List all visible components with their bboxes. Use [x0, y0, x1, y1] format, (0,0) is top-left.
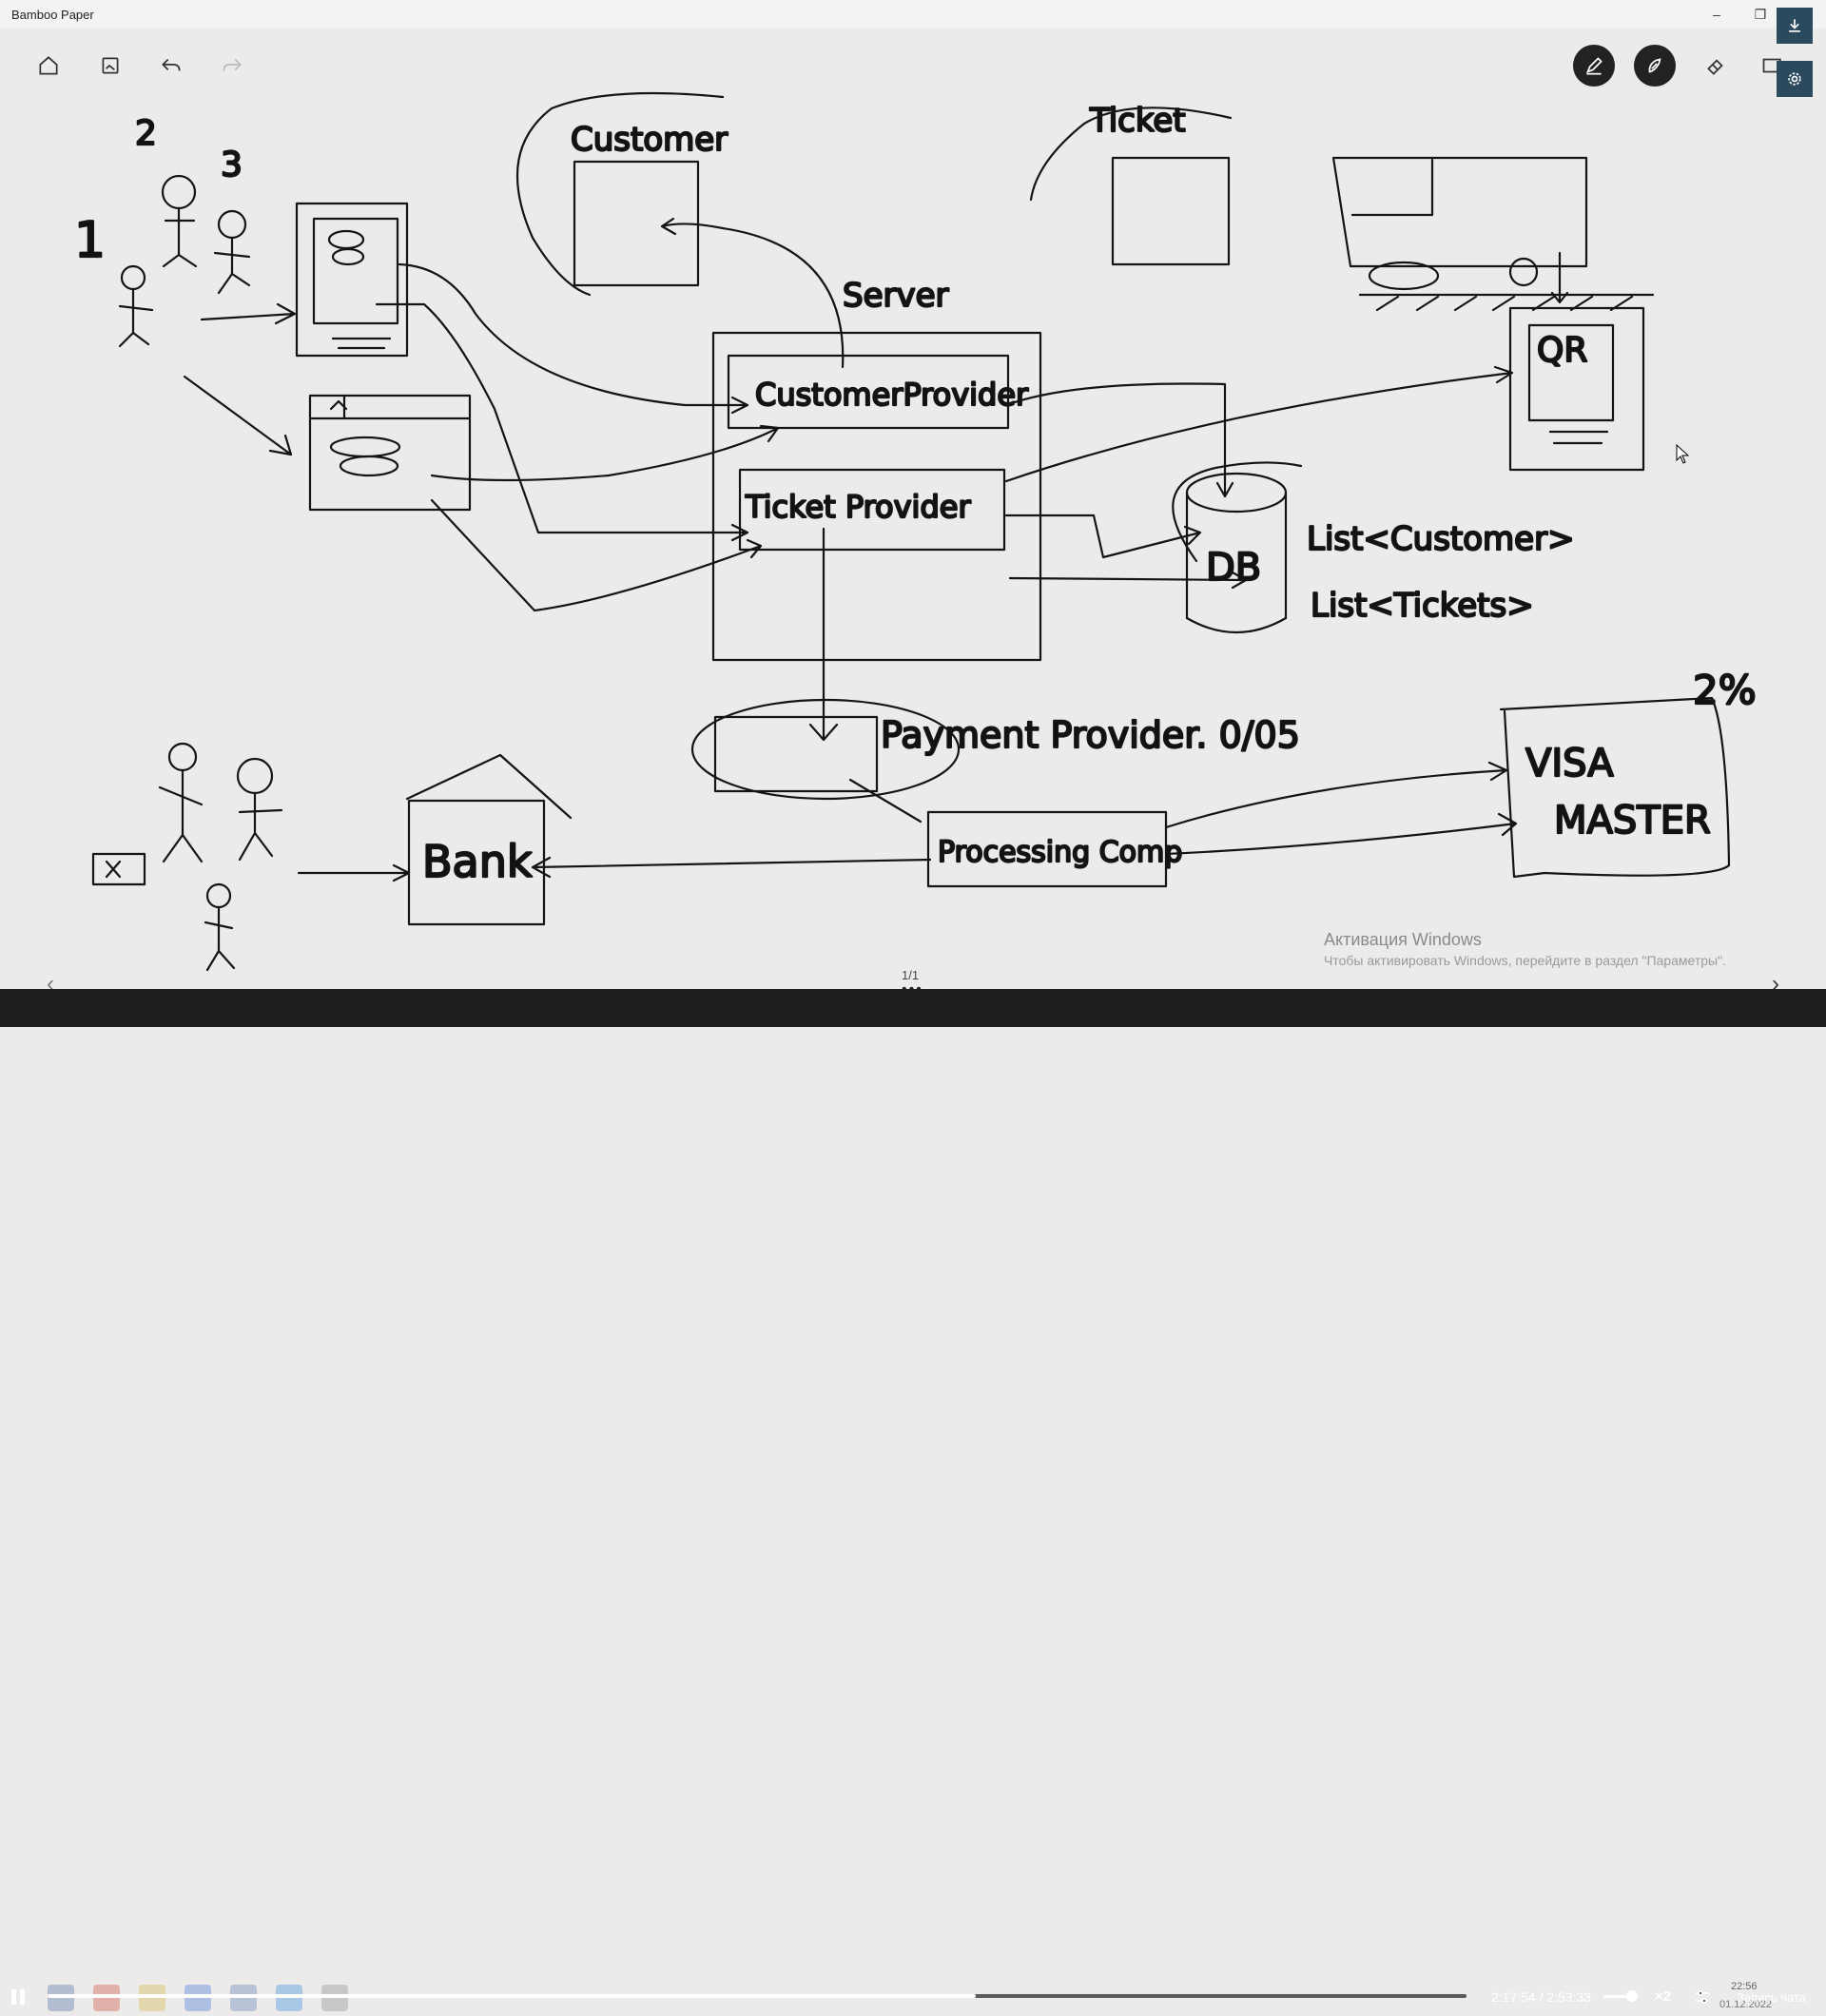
- web-page-sketch: [308, 394, 472, 512]
- percent-label: 2%: [1693, 667, 1757, 713]
- bank-box: [407, 799, 546, 926]
- payment-provider-label: Payment Provider. 0/05: [881, 714, 1300, 756]
- brush-icon[interactable]: [1634, 45, 1676, 87]
- qr-label: QR: [1537, 331, 1587, 370]
- stick-figure: [118, 264, 154, 348]
- video-player-bar: 2:17:54 / 2:53:33 ×2 22:56 01.12.2022 За…: [0, 989, 1826, 2011]
- number-2-label: 2: [135, 114, 157, 153]
- chat-record-button[interactable]: Запись чата: [1737, 1990, 1807, 2005]
- seek-bar[interactable]: [48, 1994, 1467, 1998]
- qr-phone-sketch: [1508, 306, 1645, 472]
- list-customer-label: List<Customer>: [1307, 520, 1575, 558]
- insert-image-icon[interactable]: [89, 45, 131, 87]
- customer-outline: [515, 91, 725, 297]
- seek-progress: [48, 1994, 976, 1998]
- eraser-icon[interactable]: [1695, 45, 1737, 87]
- next-page-button[interactable]: ›: [1772, 971, 1779, 997]
- bank-roof: [405, 753, 573, 820]
- stick-figure: [161, 174, 198, 268]
- stick-figure: [236, 757, 283, 862]
- title-bar: Bamboo Paper – ❐: [0, 0, 1826, 29]
- number-1-label: 1: [74, 212, 106, 269]
- playback-time: 2:17:54 / 2:53:33: [1491, 1989, 1592, 2005]
- redo-icon[interactable]: [211, 45, 253, 87]
- download-icon[interactable]: [1777, 8, 1813, 44]
- list-tickets-label: List<Tickets>: [1311, 587, 1534, 625]
- processing-box: [926, 810, 1168, 888]
- server-box: [711, 331, 1042, 662]
- pen-icon[interactable]: [1573, 45, 1615, 87]
- customer-provider-box: [727, 354, 1010, 430]
- mouse-cursor: [1676, 443, 1691, 470]
- gear-icon[interactable]: [1777, 61, 1813, 97]
- stick-figure: [204, 882, 236, 972]
- master-label: MASTER: [1554, 799, 1711, 843]
- customer-box: [573, 160, 700, 287]
- db-label: DB: [1206, 546, 1261, 590]
- number-3-label: 3: [221, 145, 243, 184]
- playback-speed-button[interactable]: ×2: [1655, 1988, 1672, 2005]
- ticket-provider-box: [738, 468, 1006, 552]
- app-title: Bamboo Paper: [11, 8, 94, 22]
- database-sketch: [1172, 461, 1303, 633]
- ticket-provider-label: Ticket Provider: [745, 489, 971, 525]
- customer-provider-label: CustomerProvider: [755, 377, 1029, 413]
- taskbar-ghost: [48, 1980, 348, 2016]
- sketch-layer: 2 3 1 Customer: [73, 91, 1758, 972]
- visa-master-box: [1499, 696, 1731, 879]
- previous-page-button[interactable]: ‹: [47, 971, 54, 997]
- server-label: Server: [843, 277, 949, 315]
- page-indicator: 1/1: [902, 968, 920, 982]
- home-icon[interactable]: [28, 45, 69, 87]
- stick-figure: [158, 742, 204, 863]
- undo-icon[interactable]: [150, 45, 192, 87]
- bank-label: Bank: [422, 836, 533, 887]
- volume-knob[interactable]: [1626, 1990, 1638, 2002]
- payment-box: [713, 715, 879, 793]
- restore-button[interactable]: ❐: [1754, 6, 1767, 22]
- processing-label: Processing Comp: [938, 836, 1182, 869]
- bus-sketch: [1331, 156, 1655, 312]
- pause-button[interactable]: [11, 1989, 29, 2005]
- ticket-box: [1111, 156, 1231, 266]
- customer-label: Customer: [571, 121, 728, 159]
- minimize-button[interactable]: –: [1713, 7, 1720, 22]
- drawing-canvas[interactable]: 2 3 1 Customer: [0, 8, 1816, 998]
- ticket-outline: [1029, 107, 1233, 202]
- activation-watermark-title: Активация Windows: [1324, 930, 1482, 949]
- stick-figure: [213, 209, 251, 295]
- phone-sketch: [295, 202, 409, 358]
- payment-outline: [690, 698, 961, 801]
- visa-label: VISA: [1525, 742, 1614, 785]
- activation-watermark-subtitle: Чтобы активировать Windows, перейдите в …: [1324, 953, 1726, 968]
- wallet-sketch: [91, 852, 146, 886]
- settings-icon[interactable]: [1693, 1987, 1712, 2006]
